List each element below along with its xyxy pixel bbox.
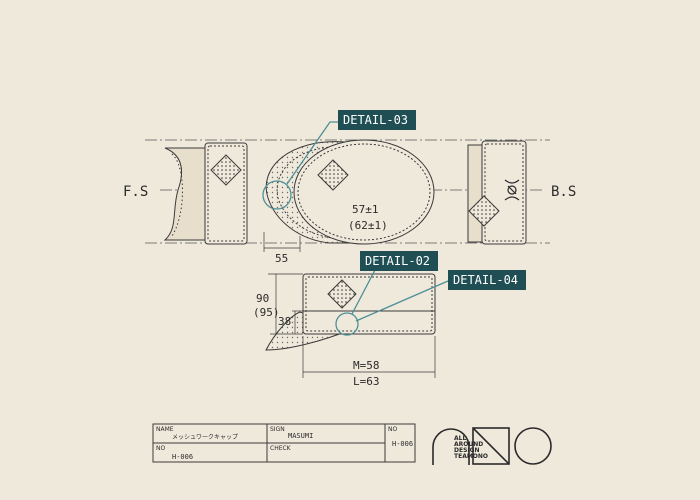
- svg-text:DETAIL-02: DETAIL-02: [365, 254, 430, 268]
- top-dim-alt: (62±1): [348, 219, 388, 232]
- name-value: メッシュワークキャップ: [172, 434, 238, 441]
- size-dimensions: [302, 336, 436, 378]
- band-height: 38: [278, 315, 291, 328]
- sign-value: MASUMI: [288, 432, 313, 440]
- detail-04-tag: DETAIL-04: [448, 270, 526, 290]
- height-alt: (95): [253, 306, 280, 319]
- no-value-top: H-006: [392, 440, 413, 448]
- size-m: M=58: [353, 359, 380, 372]
- top-dim-main: 57±1: [352, 203, 379, 216]
- height-main: 90: [256, 292, 269, 305]
- front-side-label: F.S: [123, 184, 148, 200]
- front-view: [163, 142, 248, 245]
- sign-label: SIGN: [270, 426, 285, 433]
- no-label-left: NO: [156, 445, 165, 452]
- brim-offset-dimension: [263, 232, 301, 252]
- detail-03-tag: DETAIL-03: [338, 110, 416, 130]
- detail-02-tag: DETAIL-02: [360, 251, 438, 271]
- svg-text:DETAIL-04: DETAIL-04: [453, 273, 518, 287]
- logo-line-2: AROUND: [454, 441, 483, 448]
- logo-line-3: DESIGN: [454, 447, 480, 454]
- name-label: NAME: [156, 426, 174, 433]
- adjuster-icon: [504, 179, 520, 201]
- no-label-top: NO: [388, 426, 397, 433]
- logo-line-4: TEAMONO: [454, 453, 488, 460]
- side-view: [265, 273, 436, 351]
- check-label: CHECK: [270, 445, 292, 452]
- brand-logo: [432, 427, 552, 465]
- logo-line-1: ALL: [454, 435, 466, 442]
- top-view: [265, 139, 435, 245]
- back-view: [467, 140, 527, 245]
- svg-text:DETAIL-03: DETAIL-03: [343, 113, 408, 127]
- height-dimensions: [268, 273, 303, 335]
- brim-offset-value: 55: [275, 252, 288, 265]
- back-side-label: B.S: [551, 184, 576, 200]
- no-value-left: H-006: [172, 453, 193, 461]
- title-block: [152, 423, 416, 463]
- size-l: L=63: [353, 375, 380, 388]
